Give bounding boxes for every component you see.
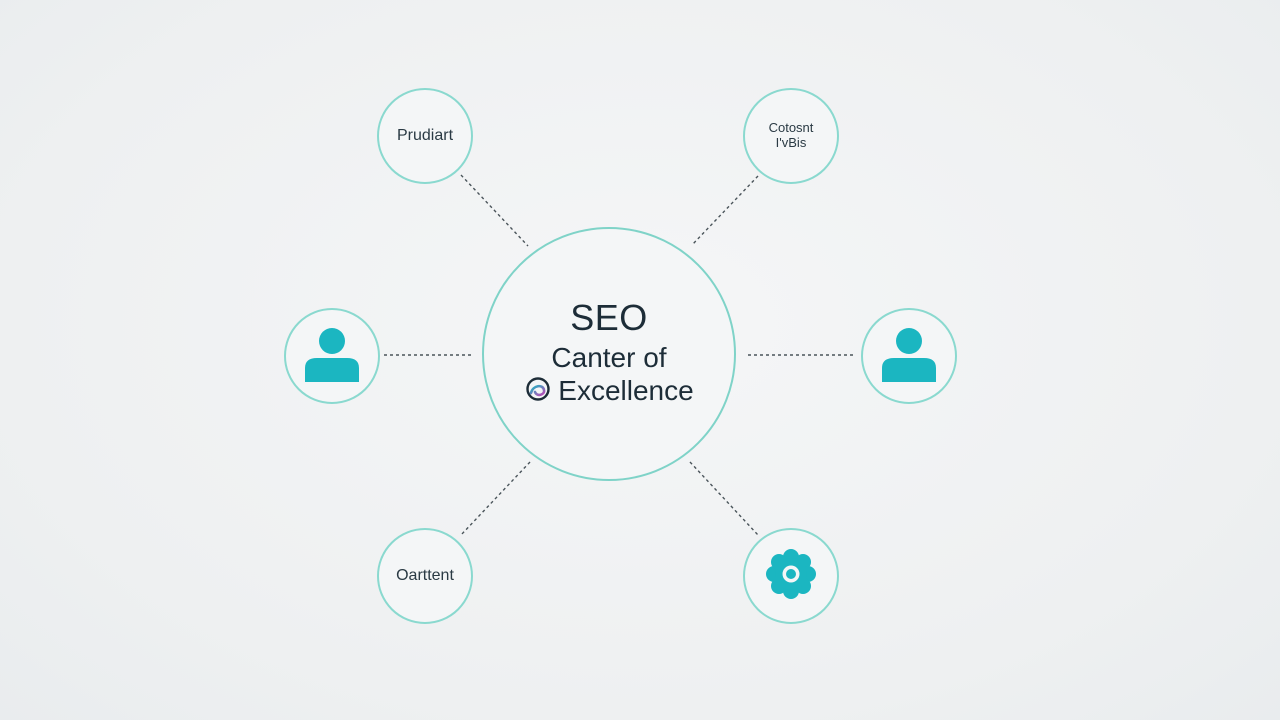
content-top-label-line1: Cotosnt <box>768 120 814 136</box>
swirl-logo-icon <box>524 375 552 408</box>
user-icon <box>879 324 939 389</box>
center-subtitle-line2: Excellence <box>558 375 694 406</box>
user-icon <box>302 324 362 389</box>
content-bottom-label: Oarttent <box>396 566 454 584</box>
center-subtitle-row: Excellence <box>524 375 694 408</box>
connector-gear <box>689 461 759 536</box>
user-node-left <box>284 308 380 404</box>
connector-content-top <box>691 175 759 246</box>
center-title: SEO <box>570 297 648 339</box>
user-node-right <box>861 308 957 404</box>
gear-icon <box>765 548 817 605</box>
content-node-bottom: Oarttent <box>377 528 473 624</box>
gear-node <box>743 528 839 624</box>
connector-product <box>460 174 529 247</box>
center-subtitle-line1: Canter of <box>551 342 667 374</box>
connector-content-bottom <box>460 461 531 536</box>
center-node: SEO Canter of Excellence <box>482 227 736 481</box>
product-node: Prudiart <box>377 88 473 184</box>
product-label: Prudiart <box>396 126 454 144</box>
content-top-label-line2: I'vBis <box>775 135 807 150</box>
content-node-top: Cotosnt I'vBis <box>743 88 839 184</box>
